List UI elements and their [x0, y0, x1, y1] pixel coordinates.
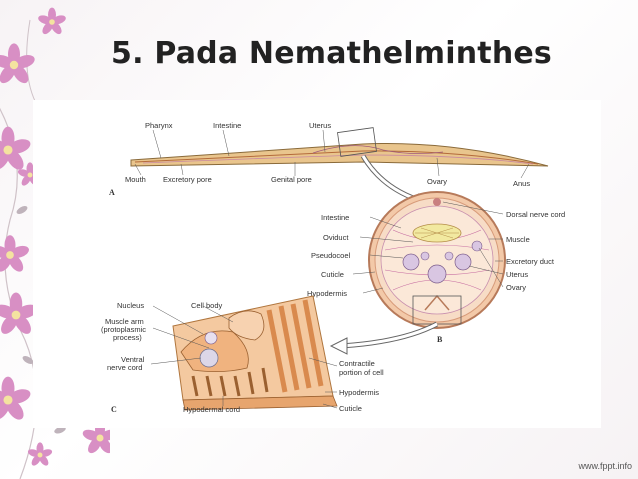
label-dorsal-nerve-cord: Dorsal nerve cord	[506, 210, 565, 219]
nematode-anatomy-diagram: Pharynx Intestine Uterus Mouth Excretory…	[33, 100, 601, 428]
label-cell-body: Cell body	[191, 301, 223, 310]
label-contractile: Contractile	[339, 359, 375, 368]
diagram-svg: Pharynx Intestine Uterus Mouth Excretory…	[101, 121, 565, 414]
panel-letter-a: A	[109, 188, 115, 197]
label-oviduct: Oviduct	[323, 233, 349, 242]
label-cuticle-b: Cuticle	[321, 270, 344, 279]
label-ventral-2: nerve cord	[107, 363, 142, 372]
label-uterus-b: Uterus	[506, 270, 528, 279]
flower-icon	[0, 43, 37, 87]
label-ovary-b: Ovary	[506, 283, 526, 292]
label-excretory-duct: Excretory duct	[506, 257, 555, 266]
panel-b-cross-section	[352, 191, 506, 329]
panel-a-worm	[130, 127, 549, 179]
label-hypodermis-c: Hypodermis	[339, 388, 379, 397]
label-muscle-arm-2: (protoplasmic	[101, 325, 146, 334]
watermark: www.fppt.info	[578, 461, 632, 471]
panel-c-muscle-cells	[150, 295, 338, 411]
label-mouth: Mouth	[125, 175, 146, 184]
label-muscle-arm: Muscle arm	[105, 317, 144, 326]
panel-letter-b: B	[437, 335, 443, 344]
label-intestine-b: Intestine	[321, 213, 349, 222]
label-uterus-a: Uterus	[309, 121, 331, 130]
label-contractile-2: portion of cell	[339, 368, 384, 377]
label-genital-pore: Genital pore	[271, 175, 312, 184]
label-nucleus: Nucleus	[117, 301, 144, 310]
label-muscle-arm-3: process)	[113, 333, 142, 342]
label-ventral: Ventral	[121, 355, 145, 364]
label-ovary-a: Ovary	[427, 177, 447, 186]
label-hypodermal-cord: Hypodermal cord	[183, 405, 240, 414]
label-muscle: Muscle	[506, 235, 530, 244]
label-pseudocoel: Pseudocoel	[311, 251, 351, 260]
label-cuticle-c: Cuticle	[339, 404, 362, 413]
flower-icon	[0, 376, 33, 423]
flower-icon	[37, 7, 67, 37]
slide-title: 5. Pada Nemathelminthes	[111, 36, 552, 71]
label-excretory-pore: Excretory pore	[163, 175, 212, 184]
label-intestine-a: Intestine	[213, 121, 241, 130]
label-hypodermis-b: Hypodermis	[307, 289, 347, 298]
label-pharynx: Pharynx	[145, 121, 173, 130]
flower-icon	[0, 235, 31, 275]
label-anus: Anus	[513, 179, 530, 188]
panel-letter-c: C	[111, 405, 117, 414]
